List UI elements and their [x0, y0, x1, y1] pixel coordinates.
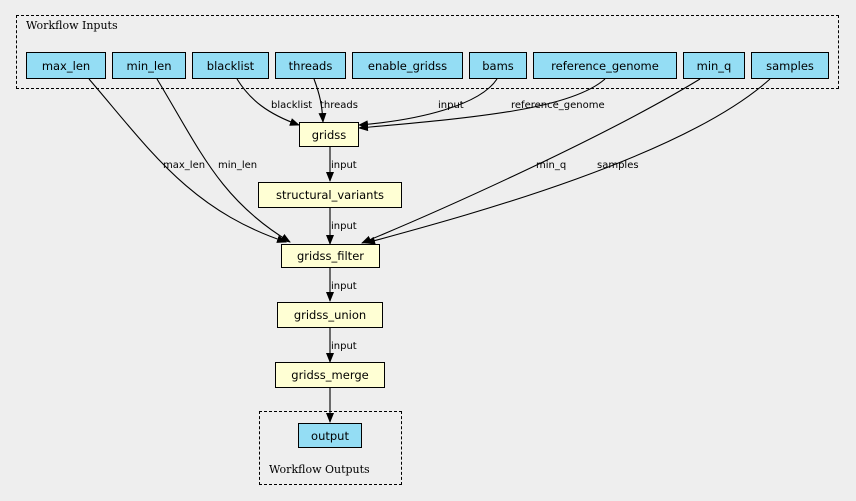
edge-label-maxlen: max_len: [163, 160, 205, 171]
step-node-gridss-merge[interactable]: gridss_merge: [275, 362, 385, 388]
input-node-min-q[interactable]: min_q: [683, 52, 745, 79]
edge-label-bams: input: [438, 100, 464, 111]
edge-maxlen-filter: [88, 78, 287, 243]
input-node-enable-gridss[interactable]: enable_gridss: [352, 52, 463, 79]
edge-label-samples: samples: [597, 160, 639, 171]
edge-label-gridss-sv: input: [331, 160, 357, 171]
step-node-gridss-filter[interactable]: gridss_filter: [281, 244, 380, 268]
workflow-inputs-cluster: [16, 15, 839, 89]
step-node-structural-variants[interactable]: structural_variants: [258, 182, 402, 208]
input-node-max-len[interactable]: max_len: [26, 52, 106, 79]
workflow-inputs-title: Workflow Inputs: [26, 19, 118, 32]
input-node-threads[interactable]: threads: [275, 52, 346, 79]
edge-label-reference: reference_genome: [511, 100, 605, 111]
edge-label-union-merge: input: [331, 341, 357, 352]
input-node-bams[interactable]: bams: [469, 52, 527, 79]
edge-label-sv-filter: input: [331, 221, 357, 232]
edge-minq-filter: [361, 78, 701, 244]
edge-label-minlen: min_len: [218, 160, 257, 171]
input-node-blacklist[interactable]: blacklist: [192, 52, 269, 79]
edge-threads-gridss: [313, 78, 327, 123]
step-node-gridss[interactable]: gridss: [299, 122, 359, 147]
edge-minlen-filter: [156, 78, 291, 243]
edge-samples-filter: [365, 78, 771, 245]
input-node-min-len[interactable]: min_len: [112, 52, 186, 79]
input-node-reference-genome[interactable]: reference_genome: [533, 52, 677, 79]
edge-bams-gridss: [358, 78, 498, 129]
step-node-gridss-union[interactable]: gridss_union: [277, 302, 383, 328]
edge-label-threads: threads: [320, 100, 358, 111]
edge-label-filter-union: input: [331, 281, 357, 292]
edge-reference-gridss: [358, 78, 606, 132]
output-node-output[interactable]: output: [298, 423, 362, 448]
edge-label-minq: min_q: [536, 160, 566, 171]
edge-blacklist-gridss: [236, 78, 300, 126]
workflow-outputs-title: Workflow Outputs: [269, 463, 370, 476]
edge-label-blacklist: blacklist: [271, 100, 312, 111]
input-node-samples[interactable]: samples: [751, 52, 829, 79]
